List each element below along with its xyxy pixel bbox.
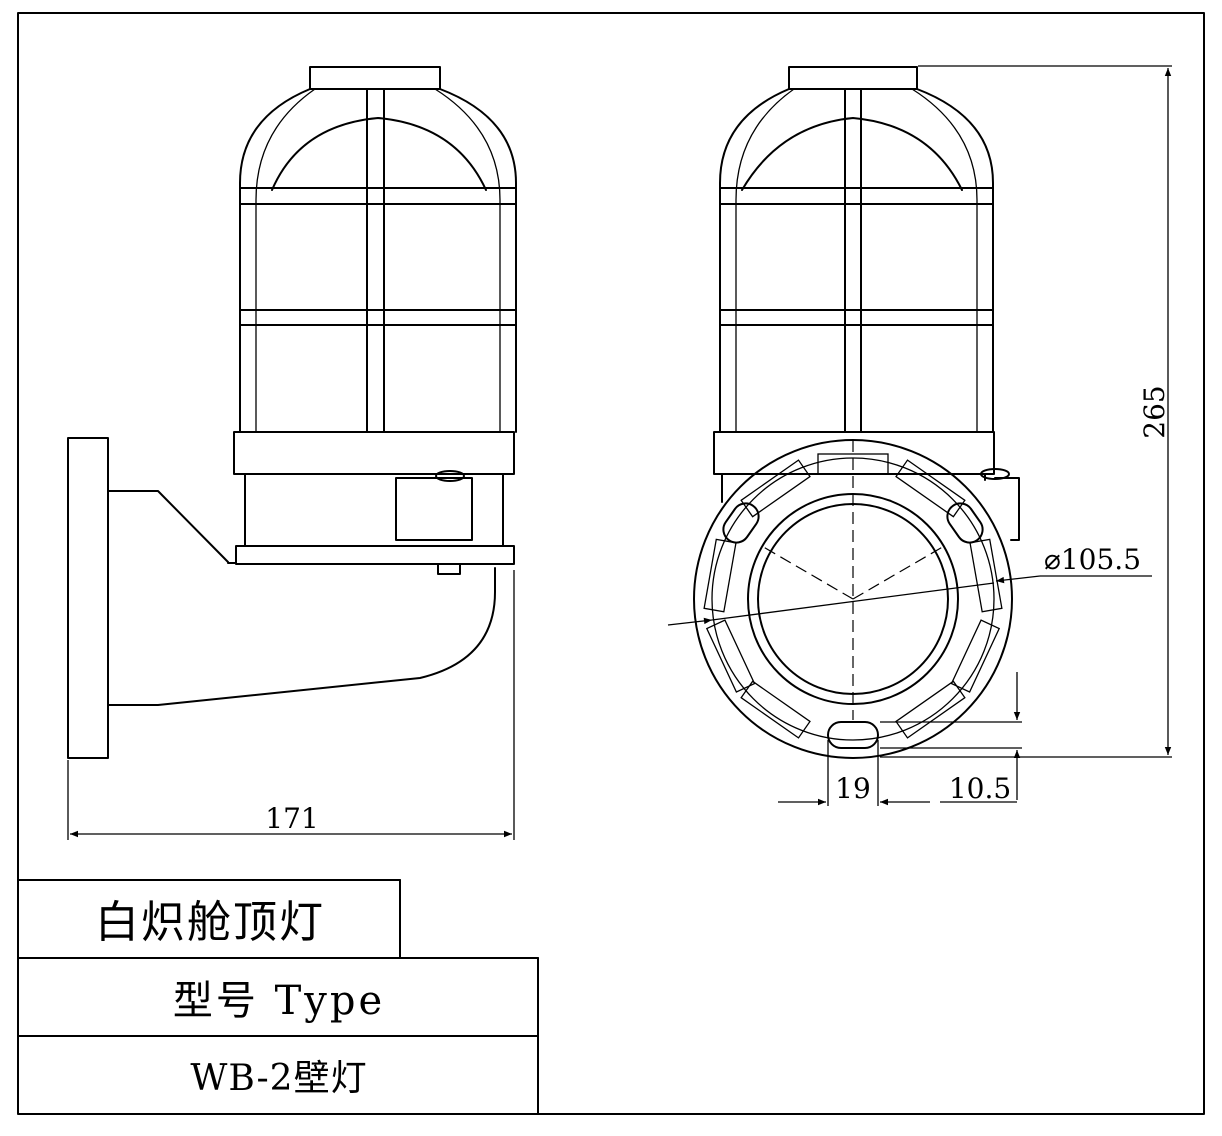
dimension-diameter: ⌀105.5 xyxy=(667,543,1152,626)
title-block xyxy=(17,879,539,1115)
dim-diameter: ⌀105.5 xyxy=(1044,543,1141,576)
dim-19: 19 xyxy=(835,772,871,805)
dimension-height: 265 xyxy=(880,65,1172,758)
dimension-slot: 19 10.5 xyxy=(778,672,1022,806)
front-view-lamp xyxy=(693,66,1020,759)
product-name: 白炽舱顶灯 xyxy=(95,897,325,948)
drawing-border xyxy=(17,12,1205,1115)
side-view-lamp xyxy=(67,66,517,759)
dim-171: 171 xyxy=(265,802,318,835)
dim-10-5: 10.5 xyxy=(949,772,1011,805)
type-label: 型号 Type xyxy=(172,977,386,1024)
dim-265: 265 xyxy=(1138,385,1171,438)
dimension-width: 171 xyxy=(67,570,515,840)
model-number: WB-2壁灯 xyxy=(190,1058,368,1099)
